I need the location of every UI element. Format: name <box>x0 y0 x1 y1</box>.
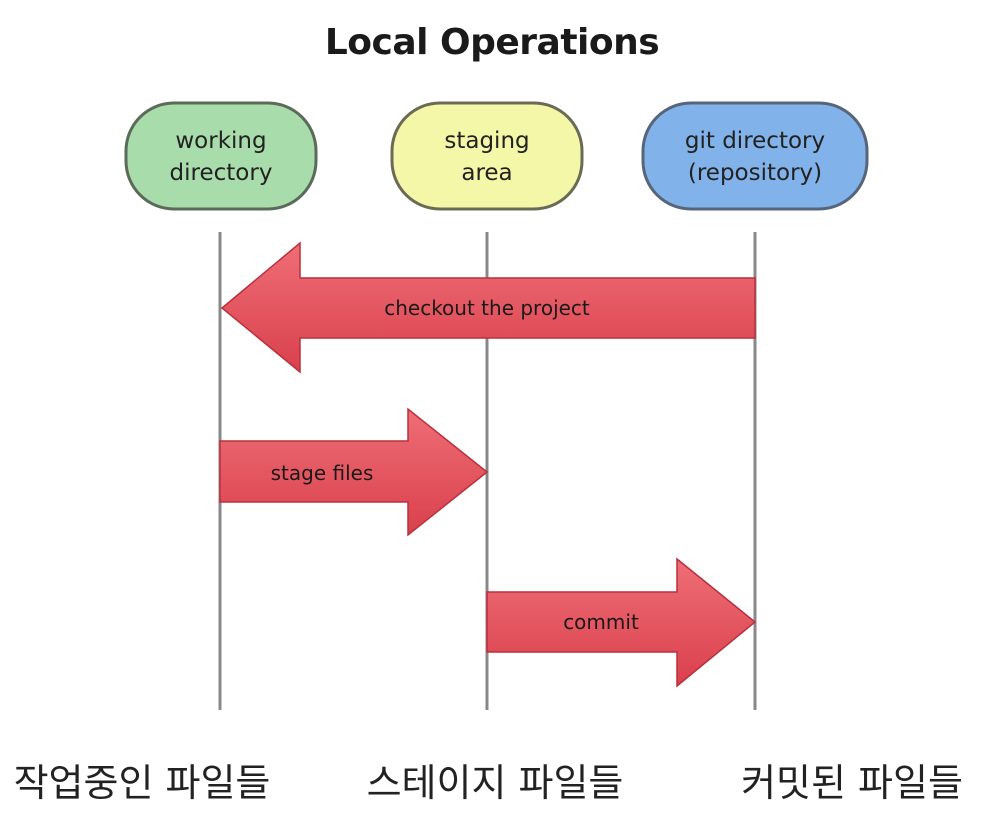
git-directory-label-line1: git directory <box>685 128 825 154</box>
working-directory-label-line1: working <box>175 128 266 154</box>
commit-arrow-label: commit <box>563 610 639 634</box>
staging-area-node: staging area <box>390 101 584 211</box>
staging-area-label-line1: staging <box>444 128 529 154</box>
commit-arrow: commit <box>486 557 757 688</box>
git-directory-label-line2: (repository) <box>688 160 822 186</box>
checkout-arrow-label: checkout the project <box>384 296 590 320</box>
diagram-title: Local Operations <box>324 22 660 63</box>
working-directory-label-line2: directory <box>170 160 273 186</box>
git-directory-node: git directory (repository) <box>641 101 869 211</box>
checkout-arrow: checkout the project <box>220 241 756 374</box>
stage-files-arrow-label: stage files <box>271 461 374 485</box>
stage-files-arrow: stage files <box>219 407 489 537</box>
working-files-caption: 작업중인 파일들 <box>13 761 271 805</box>
staging-area-label-line2: area <box>461 160 512 186</box>
staged-files-caption: 스테이지 파일들 <box>366 761 624 805</box>
committed-files-caption: 커밋된 파일들 <box>741 761 963 805</box>
working-directory-node: working directory <box>124 101 318 211</box>
